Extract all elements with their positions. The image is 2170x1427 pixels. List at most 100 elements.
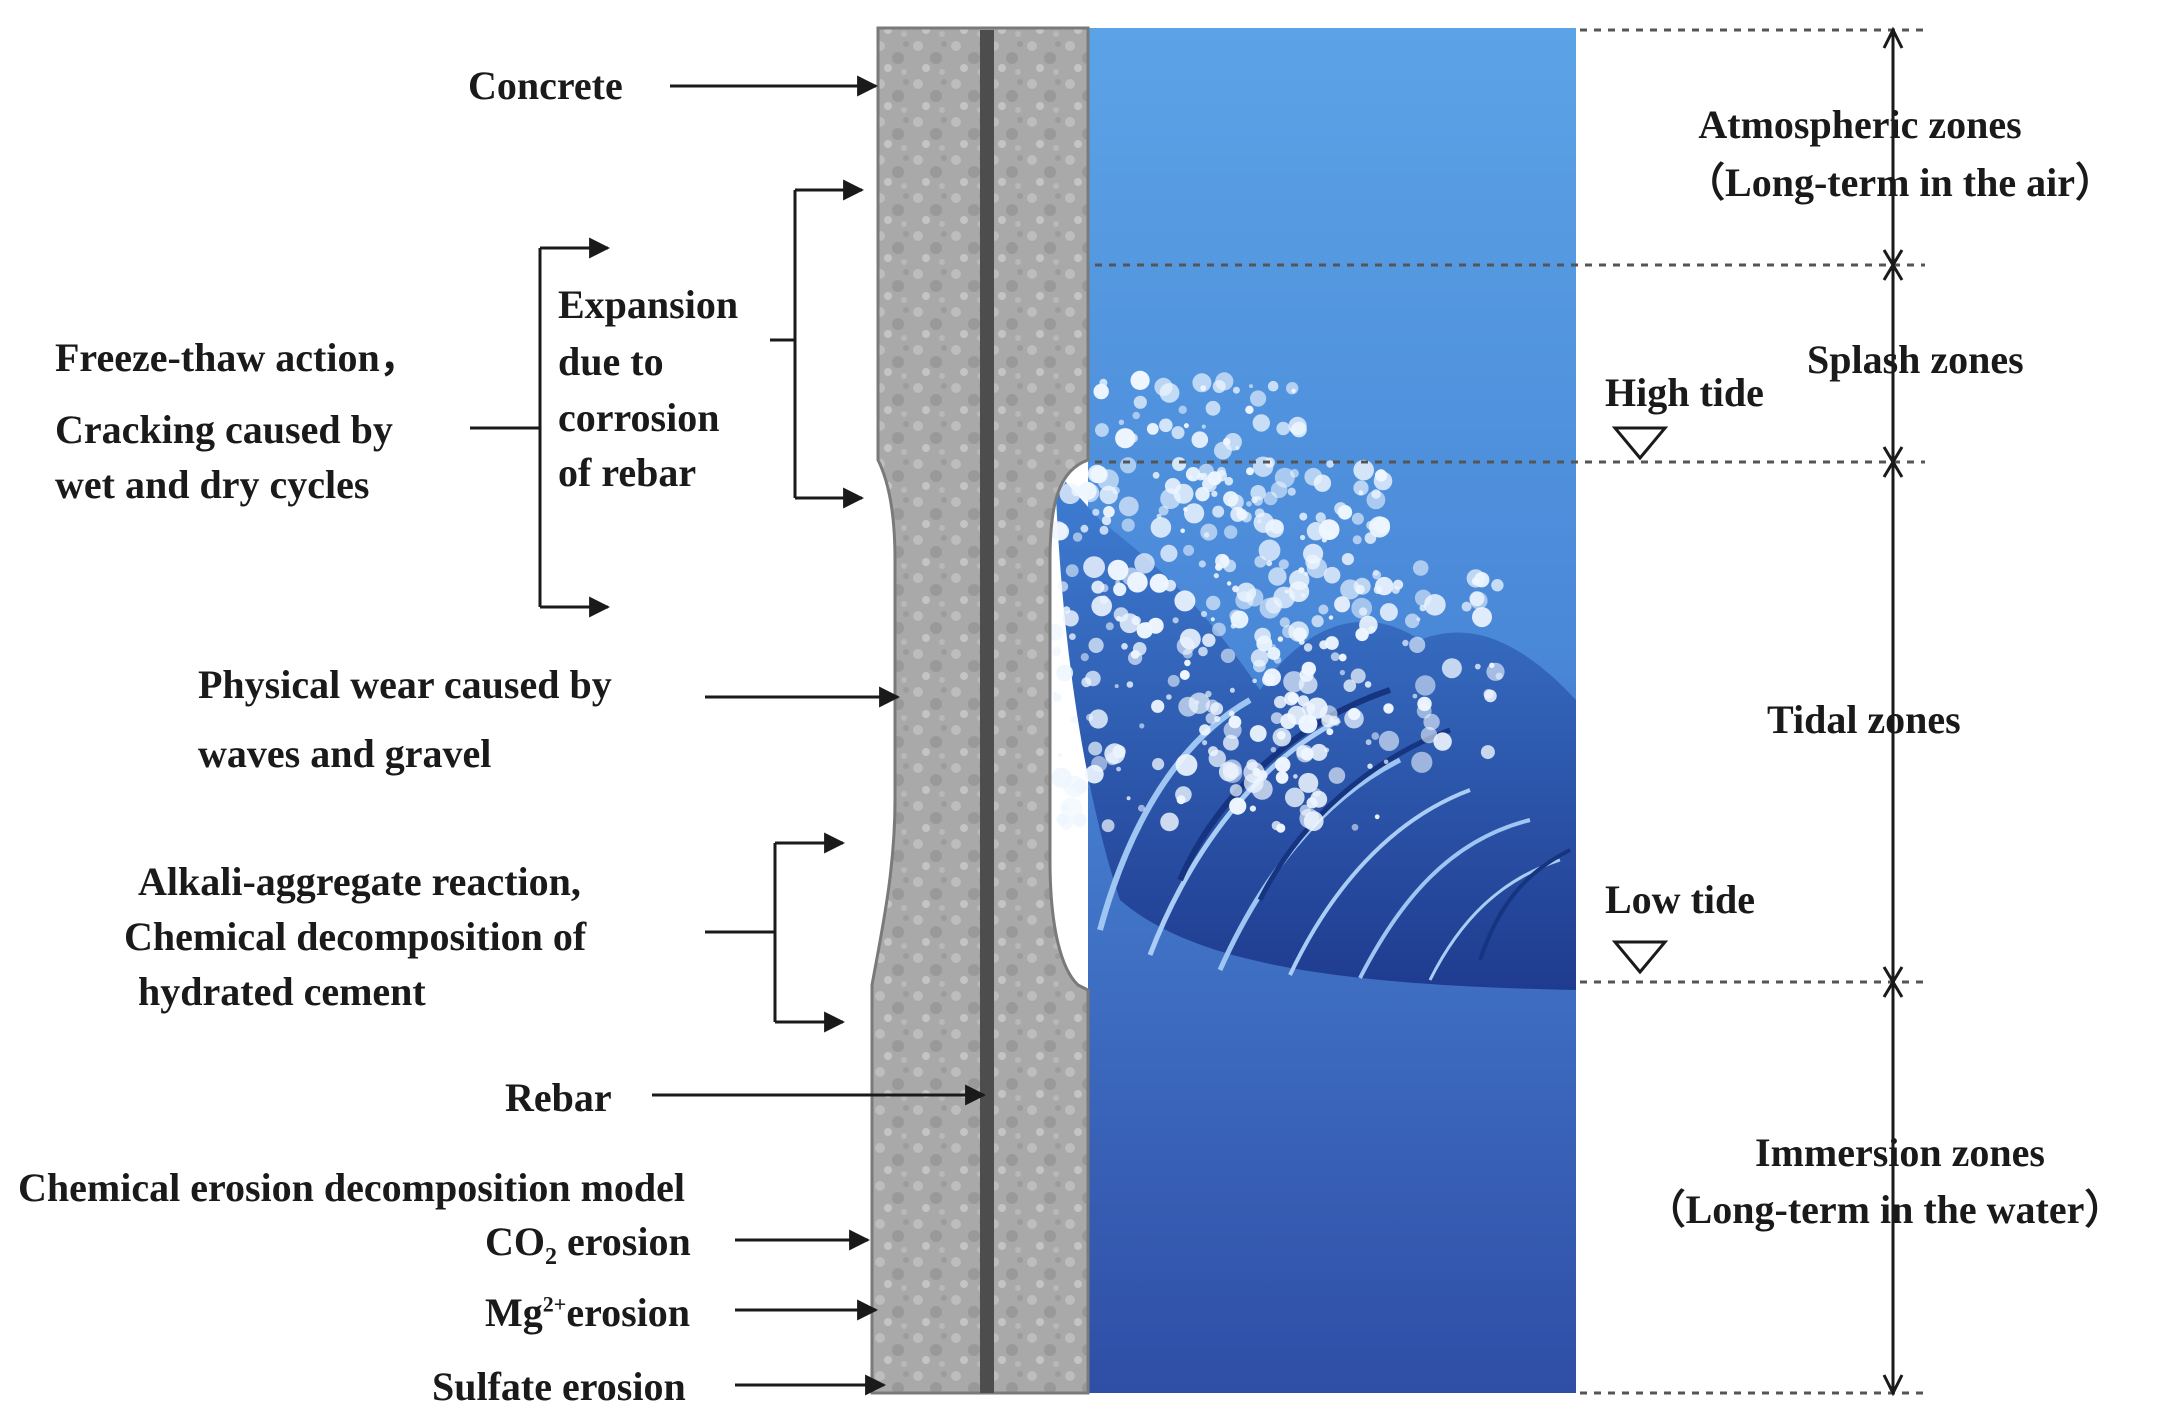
foam-bubble (1411, 751, 1433, 773)
label-mg-erosion: Mg2+erosion (485, 1293, 690, 1333)
foam-bubble (1337, 505, 1353, 520)
foam-bubble (1412, 560, 1429, 576)
foam-bubble (1286, 382, 1299, 395)
foam-bubble (1300, 534, 1306, 541)
zone-atmospheric-title: Atmospheric zones (1698, 102, 2022, 147)
foam-bubble (1146, 423, 1159, 435)
foam-bubble (1159, 383, 1180, 403)
leader-arrows (470, 75, 987, 1396)
mg-superscript: 2+ (542, 1291, 567, 1317)
foam-bubble (1330, 652, 1340, 661)
label-alkali-line3: hydrated cement (138, 969, 426, 1014)
foam-bubble (1099, 485, 1118, 505)
foam-bubble (1171, 426, 1185, 440)
foam-bubble (1101, 515, 1112, 526)
foam-bubble (1383, 703, 1394, 714)
foam-bubble (1228, 494, 1244, 510)
co2-text: CO (485, 1219, 545, 1264)
label-chemical-erosion-model: Chemical erosion decomposition model (18, 1165, 686, 1210)
foam-bubble (1133, 395, 1147, 409)
label-alkali-line1: Alkali-aggregate reaction, (138, 859, 581, 904)
foam-bubble (1291, 421, 1307, 438)
foam-bubble (1083, 556, 1105, 578)
foam-bubble (1304, 467, 1323, 486)
foam-bubble (1298, 567, 1305, 574)
foam-bubble (1334, 596, 1351, 613)
foam-bubble (1138, 804, 1145, 812)
foam-bubble (1351, 823, 1359, 831)
foam-bubble (1059, 482, 1081, 505)
foam-bubble (1409, 636, 1426, 654)
foam-bubble (1355, 584, 1365, 595)
foam-bubble (1333, 719, 1340, 726)
foam-bubble (1224, 525, 1238, 539)
foam-bubble (1343, 679, 1357, 692)
foam-bubble (1207, 471, 1222, 486)
foam-bubble (1114, 684, 1119, 689)
zone-tidal: Tidal zones (1767, 697, 1961, 742)
foam-bubble (1188, 692, 1211, 714)
foam-bubble (1229, 797, 1247, 815)
foam-bubble (1105, 622, 1114, 631)
foam-bubble (1220, 648, 1236, 663)
foam-bubble (1051, 646, 1062, 657)
foam-bubble (1113, 582, 1127, 597)
foam-bubble (1101, 819, 1115, 833)
zone-immersion-title: Immersion zones (1755, 1130, 2045, 1175)
breaking-wave (1046, 370, 1576, 990)
foam-bubble (1201, 424, 1206, 429)
foam-bubble (1480, 745, 1495, 760)
foam-bubble (1285, 787, 1305, 808)
foam-bubble (1235, 591, 1254, 610)
foam-bubble (1218, 761, 1239, 782)
foam-bubble (1184, 503, 1205, 524)
foam-bubble (1324, 747, 1330, 753)
label-alkali-line2: Chemical decomposition of (124, 914, 587, 959)
foam-bubble (1057, 581, 1069, 592)
foam-bubble (1267, 647, 1281, 660)
foam-bubble (1315, 512, 1326, 523)
foam-bubble (1484, 689, 1497, 703)
foam-bubble (1415, 675, 1436, 696)
foam-bubble (1441, 658, 1462, 679)
zone-immersion-subtitle: （Long-term in the water） (1645, 1187, 2125, 1232)
foam-bubble (1215, 563, 1223, 571)
foam-bubble (1250, 485, 1266, 501)
foam-bubble (1192, 373, 1212, 393)
foam-bubble (1224, 476, 1234, 486)
foam-bubble (1202, 633, 1216, 647)
foam-bubble (1126, 681, 1134, 688)
foam-bubble (1080, 524, 1089, 533)
foam-bubble (1306, 697, 1328, 719)
foam-bubble (1126, 796, 1131, 801)
label-rebar: Rebar (505, 1075, 612, 1120)
foam-bubble (1205, 712, 1217, 724)
foam-bubble (1268, 567, 1287, 586)
foam-bubble (1311, 615, 1324, 628)
foam-bubble (1128, 433, 1138, 443)
foam-bubble (1139, 723, 1145, 729)
foam-bubble (1174, 590, 1196, 612)
foam-bubble (1367, 763, 1373, 769)
foam-bubble (1085, 670, 1101, 687)
foam-bubble (1474, 663, 1481, 670)
foam-bubble (1321, 714, 1335, 728)
foam-bubble (1202, 740, 1208, 746)
foam-bubble (1221, 554, 1226, 560)
foam-bubble (1230, 506, 1246, 522)
foam-bubble (1472, 607, 1492, 628)
foam-bubble (1213, 573, 1219, 579)
foam-bubble (1057, 752, 1063, 758)
foam-bubble (1466, 569, 1486, 588)
foam-bubble (1072, 532, 1083, 542)
foam-bubble (1252, 678, 1257, 684)
foam-bubble (1132, 411, 1140, 420)
foam-bubble (1352, 535, 1362, 545)
rebar-bar (980, 30, 994, 1393)
foam-bubble (1164, 579, 1176, 592)
foam-bubble (1183, 544, 1195, 556)
foam-bubble (1116, 766, 1121, 772)
foam-bubble (1353, 459, 1374, 481)
foam-bubble (1251, 496, 1258, 504)
foam-bubble (1323, 566, 1341, 584)
